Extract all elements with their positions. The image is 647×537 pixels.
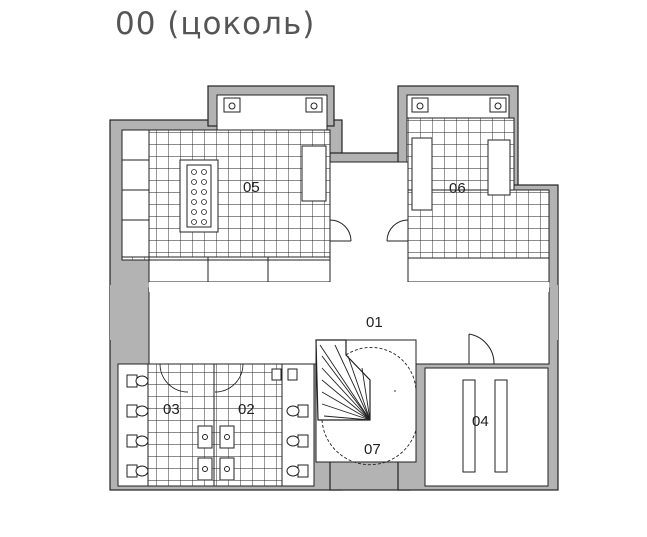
room-04 <box>424 367 549 487</box>
sink-icon <box>223 97 323 113</box>
door-icon <box>329 219 352 242</box>
room-05 <box>121 94 331 283</box>
spiral-stair-icon <box>319 344 417 466</box>
door-icon <box>468 333 495 365</box>
toilet-icon <box>126 374 309 478</box>
room-label-07: 07 <box>364 441 381 458</box>
massage-jets-icon <box>191 169 207 225</box>
room-label-02: 02 <box>238 401 255 418</box>
room-label-03: 03 <box>163 401 180 418</box>
door-icon <box>386 219 409 242</box>
room-label-06: 06 <box>449 180 466 197</box>
room-07 <box>315 339 417 463</box>
room-06 <box>406 94 550 283</box>
room-label-04: 04 <box>472 413 489 430</box>
sink-icon <box>411 97 507 113</box>
room-label-05: 05 <box>243 179 260 196</box>
urinal-icon <box>271 368 298 381</box>
wc-doors <box>159 363 244 486</box>
floor-plan-title: 00 (цоколь) <box>115 6 316 42</box>
room-label-01: 01 <box>366 314 383 331</box>
corridor <box>329 161 409 289</box>
sink-icon <box>197 425 235 481</box>
